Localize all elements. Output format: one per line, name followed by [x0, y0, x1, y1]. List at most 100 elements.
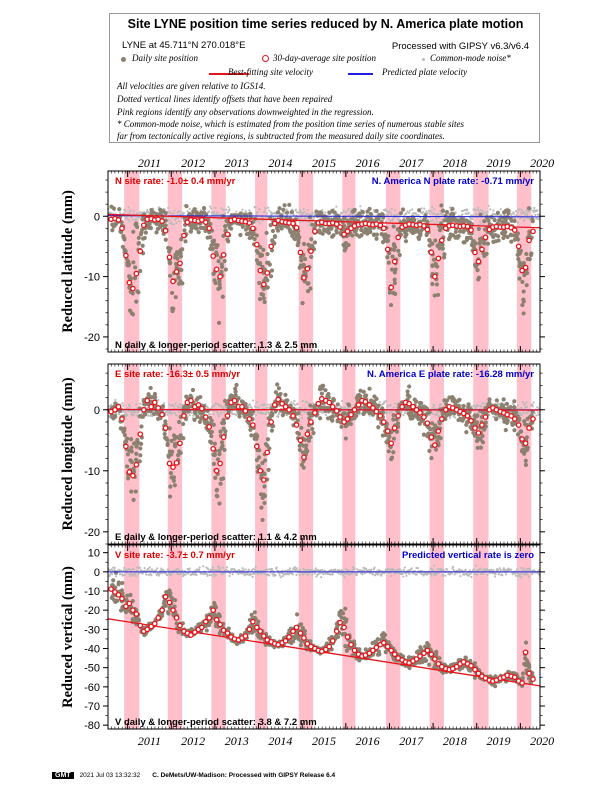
daily-position-point — [168, 471, 174, 476]
daily-position-point — [518, 248, 524, 253]
common-mode-point — [159, 571, 162, 575]
common-mode-point — [299, 210, 302, 213]
common-mode-point — [299, 220, 302, 223]
daily-position-point — [261, 296, 266, 301]
daily-position-point — [262, 299, 267, 305]
daily-position-point — [520, 447, 525, 453]
common-mode-point — [524, 213, 527, 216]
daily-position-point — [476, 275, 482, 280]
common-mode-point — [155, 569, 158, 572]
common-mode-point — [168, 569, 171, 572]
common-mode-point — [340, 399, 344, 403]
common-mode-point — [246, 571, 249, 575]
common-mode-point — [293, 403, 297, 406]
common-mode-point — [241, 208, 244, 211]
daily-position-point — [310, 245, 315, 250]
daily-position-point — [222, 258, 227, 264]
average-position-point — [304, 431, 311, 438]
average-position-point — [377, 413, 384, 419]
daily-position-point — [243, 402, 248, 407]
daily-position-point — [229, 393, 234, 398]
common-mode-point — [406, 210, 409, 213]
common-mode-point — [132, 568, 135, 571]
daily-position-point — [198, 394, 203, 400]
average-position-point — [188, 397, 194, 404]
average-position-point — [511, 227, 518, 233]
daily-position-point — [478, 445, 484, 450]
daily-position-point — [267, 446, 272, 451]
common-mode-point — [487, 204, 490, 207]
daily-position-point — [450, 398, 455, 403]
common-mode-point — [242, 568, 245, 572]
daily-position-point — [254, 233, 259, 238]
common-mode-point — [241, 567, 244, 570]
daily-position-point — [376, 403, 381, 408]
common-mode-point — [134, 410, 137, 414]
daily-position-point — [433, 447, 439, 452]
daily-position-point — [339, 424, 344, 429]
daily-position-point — [517, 260, 522, 265]
common-mode-point — [179, 406, 182, 409]
daily-position-point — [396, 248, 401, 253]
daily-position-point — [168, 273, 173, 278]
common-mode-point — [251, 575, 254, 578]
daily-position-point — [131, 497, 136, 503]
daily-position-point — [322, 405, 327, 410]
common-mode-point — [231, 567, 234, 570]
daily-position-point — [265, 278, 270, 283]
daily-position-point — [425, 411, 430, 416]
daily-position-point — [442, 252, 447, 257]
common-mode-point — [141, 572, 144, 575]
common-mode-point — [300, 414, 303, 417]
common-mode-point — [489, 208, 492, 211]
daily-position-point — [233, 389, 238, 394]
daily-position-point — [117, 207, 122, 212]
daily-position-point — [257, 297, 263, 302]
common-mode-point — [214, 206, 217, 209]
common-mode-point — [385, 410, 389, 414]
common-mode-point — [252, 567, 255, 571]
daily-position-point — [349, 216, 354, 222]
common-mode-point — [324, 413, 327, 417]
average-position-point — [177, 260, 183, 267]
panel-plot-area — [108, 171, 540, 352]
daily-position-point — [434, 282, 440, 287]
common-mode-point — [305, 410, 308, 414]
average-position-point — [260, 281, 267, 288]
daily-position-point — [269, 268, 275, 273]
common-mode-point — [206, 574, 209, 578]
common-mode-point — [285, 208, 288, 211]
y-tick-label: 0 — [94, 405, 100, 417]
daily-position-point — [163, 223, 168, 228]
daily-position-point — [454, 218, 459, 223]
common-mode-point — [170, 223, 173, 226]
common-mode-point — [216, 411, 219, 414]
daily-position-point — [296, 411, 301, 416]
daily-position-point — [304, 443, 309, 448]
common-mode-point — [212, 568, 215, 571]
common-mode-point — [532, 401, 535, 404]
x-tick-label-bottom: 2019 — [487, 734, 511, 748]
average-position-point — [301, 454, 307, 461]
daily-position-point — [343, 436, 348, 441]
common-mode-point — [350, 406, 353, 409]
daily-position-point — [252, 237, 257, 242]
average-position-point — [311, 228, 318, 235]
common-mode-point — [265, 568, 268, 571]
daily-position-point — [515, 432, 521, 437]
daily-position-point — [489, 231, 494, 237]
average-position-point — [344, 228, 351, 235]
daily-position-point — [233, 393, 238, 398]
daily-position-point — [311, 430, 316, 436]
daily-position-point — [218, 429, 223, 434]
average-position-point — [137, 431, 144, 438]
daily-position-point — [124, 464, 130, 469]
common-mode-point — [266, 406, 269, 410]
average-position-point — [290, 220, 296, 227]
average-position-point — [460, 410, 467, 417]
daily-position-point — [440, 242, 445, 247]
common-mode-point — [128, 572, 131, 576]
average-position-point — [475, 430, 482, 436]
daily-position-point — [487, 397, 492, 402]
daily-position-point — [477, 240, 483, 246]
